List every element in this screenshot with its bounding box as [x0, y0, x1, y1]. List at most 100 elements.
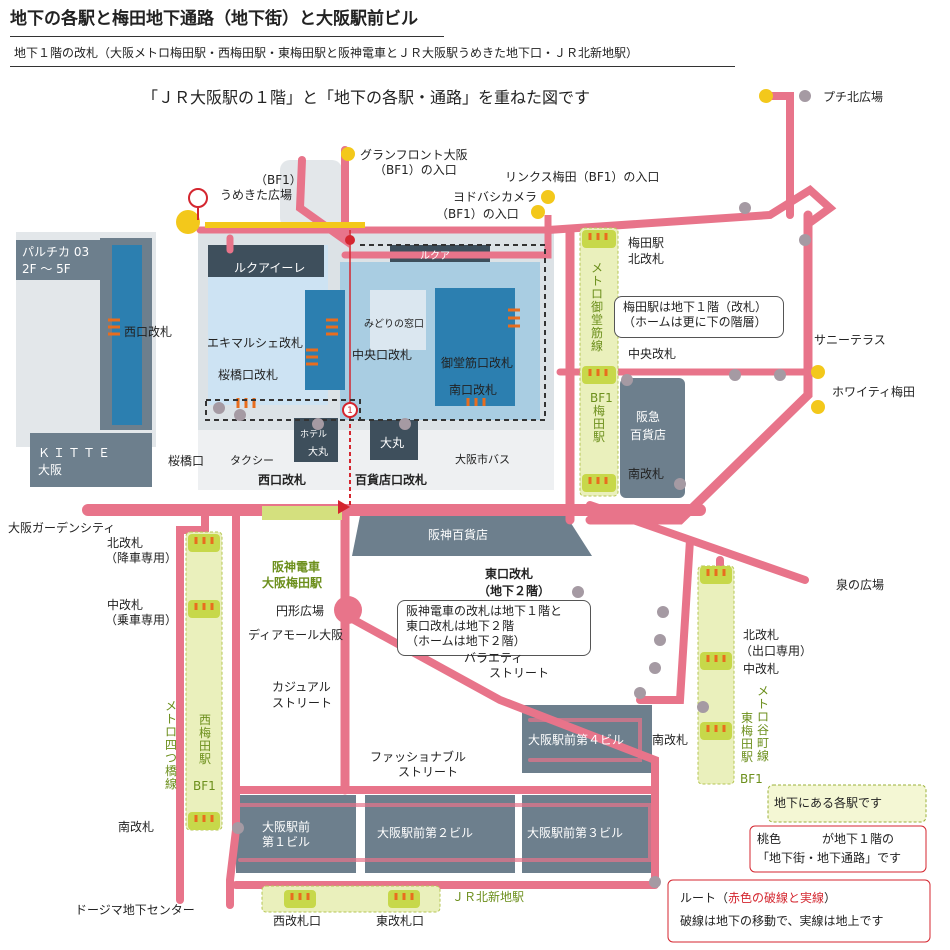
- legend-route: ルート（赤色の破線と実線）: [680, 891, 837, 905]
- label-sakurabashi-gate: 桜橋口改札: [218, 368, 279, 382]
- label-chuo-gate: 中央口改札: [352, 348, 413, 362]
- label-bldg1-2: 第１ビル: [262, 835, 311, 849]
- label-hankyu-1: 阪急: [636, 410, 661, 424]
- label-whity: ホワイティ梅田: [832, 385, 916, 399]
- label-grand-front-b: （BF1）の入口: [374, 163, 457, 177]
- label-kitashinchi-east: 東改札口: [376, 914, 425, 928]
- label-lucua: ルクア: [420, 251, 450, 262]
- label-nishiumeda-north: 北改札: [107, 536, 144, 550]
- marker-1: [342, 402, 358, 418]
- label-nishiumeda-mid: 中改札: [107, 598, 144, 612]
- label-hanshin-rail-1: 阪神電車: [272, 560, 321, 574]
- gate-stripes: [108, 233, 920, 900]
- page-subtitle: 地下１階の改札（大阪メトロ梅田駅・西梅田駅・東梅田駅と阪神電車とＪＲ大阪駅うめき…: [14, 46, 639, 60]
- label-midosuji-gate: 御堂筋口改札: [441, 356, 514, 370]
- label-diamor: ディアモール大阪: [248, 628, 344, 642]
- label-nishi-gate-west: 西口改札: [258, 473, 307, 487]
- kitte-building: [30, 433, 152, 487]
- label-bf1-umeda: BF1梅田駅: [590, 391, 613, 444]
- hankyu-building: [620, 378, 685, 498]
- midosuji-band: [579, 227, 619, 497]
- note-umeda: 梅田駅は地下１階（改札） （ホームは更に下の階層）: [614, 296, 784, 338]
- label-fashion-1: ファッショナブル: [370, 750, 467, 764]
- map-heading: 「ＪＲ大阪駅の１階」と「地下の各駅・通路」を重ねた図です: [142, 88, 591, 107]
- route-east-north: [544, 185, 837, 234]
- route-izumi: [586, 501, 809, 704]
- route-bldg-grid: [238, 718, 652, 862]
- label-sakurabashi: 桜橋口: [168, 454, 205, 468]
- label-umeda-north: 梅田駅: [628, 236, 665, 250]
- buildings-layer: [16, 238, 685, 873]
- marker-a-label: a: [194, 191, 202, 204]
- label-kitte-2: 大阪: [38, 463, 63, 477]
- legend-route-desc: 破線は地下の移動で、実線は地上です: [680, 914, 884, 928]
- legend-pink-2: が地下１階の: [822, 832, 895, 846]
- label-metro-yotsubashi: メトロ四つ橋線: [164, 699, 177, 791]
- label-izumi: 泉の広場: [836, 578, 885, 592]
- hanshin-gate-band: [262, 506, 342, 520]
- gray-dots: [213, 90, 811, 888]
- label-bf1-west: BF1: [193, 779, 216, 793]
- label-sunny: サニーテラス: [814, 333, 886, 347]
- label-hanshin-rail-2: 大阪梅田駅: [262, 576, 323, 590]
- label-parco-1: パルチカ 03: [22, 245, 90, 259]
- label-umeda-chuo: 中央改札: [628, 347, 677, 361]
- route-west-inner: [226, 506, 240, 909]
- route-casual: [341, 611, 659, 884]
- label-nishiumeda-north-2: （降車専用）: [105, 551, 178, 565]
- enkei-plaza: [334, 596, 362, 624]
- label-lucua1100: ルクアイーレ: [234, 261, 306, 275]
- label-bldg1-1: 大阪駅前: [262, 820, 311, 834]
- label-umekita-bf1: （BF1）: [255, 173, 302, 187]
- umekita-bar: [205, 222, 365, 228]
- label-yodobashi-b: （BF1）の入口: [436, 207, 519, 221]
- label-midori: みどりの窓口: [364, 319, 424, 330]
- label-higashiumeda-north: 北改札: [743, 628, 780, 642]
- label-casual-2: ストリート: [272, 696, 333, 710]
- label-nishiumeda-south: 南改札: [118, 820, 155, 834]
- marker-a: [188, 188, 208, 208]
- label-umeda-north-2: 北改札: [628, 252, 665, 266]
- label-links: リンクス梅田（BF1）の入口: [505, 170, 660, 184]
- yellow-dots: [176, 89, 825, 414]
- label-bldg2: 大阪駅前第２ビル: [377, 826, 474, 840]
- marker-1-label: 1: [347, 406, 353, 416]
- route-petit: [766, 92, 794, 219]
- label-nishi-gate: 西口改札: [124, 325, 173, 339]
- label-jr-kitashinchi: ＪＲ北新地駅: [452, 890, 525, 904]
- label-casual-1: カジュアル: [272, 680, 331, 694]
- title-rule: [10, 36, 444, 37]
- tanimachi-band: [697, 565, 735, 785]
- label-taxi: タクシー: [230, 454, 274, 467]
- label-nishiumeda-mid-2: （乗車専用）: [105, 613, 178, 627]
- midori-box: [370, 290, 426, 350]
- label-enkei: 円形広場: [276, 604, 325, 618]
- label-higashi-gate-2: （地下２階）: [478, 584, 551, 598]
- parco-label-box: [16, 240, 100, 280]
- jr-dashed: [205, 244, 546, 421]
- legend-stations: 地下にある各駅です: [774, 796, 883, 810]
- legend-pink-3: 「地下街・地下通路」です: [757, 851, 902, 865]
- label-daimaru: 大丸: [380, 436, 405, 450]
- label-parco-2: 2F ～ 5F: [22, 262, 71, 276]
- label-hanshin-dept: 阪神百貨店: [428, 528, 489, 542]
- umekita-ground: [280, 160, 342, 228]
- label-hotel: ホテル: [300, 430, 328, 440]
- label-bldg4: 大阪駅前第４ビル: [528, 733, 625, 747]
- label-umeda-south: 南改札: [628, 467, 665, 481]
- label-variety-2: ストリート: [489, 666, 550, 680]
- label-higashi-gate: 東口改札: [485, 567, 534, 581]
- label-hankyu-2: 百貨店: [630, 428, 667, 442]
- label-dojima: ドージマ地下センター: [75, 903, 195, 917]
- label-higashiumeda-mid: 中改札: [743, 662, 780, 676]
- label-fashion-2: ストリート: [398, 765, 459, 779]
- label-higashiumeda-north-2: （出口専用）: [740, 644, 813, 658]
- label-variety-1: バラエティ: [464, 651, 524, 665]
- label-higashiumeda-south: 南改札: [652, 733, 689, 747]
- label-bldg3: 大阪駅前第３ビル: [527, 826, 624, 840]
- page-title: 地下の各駅と梅田地下通路（地下街）と大阪駅前ビル: [10, 9, 418, 29]
- route-west-down: [176, 506, 209, 904]
- midosuji-block: [435, 288, 515, 406]
- hanshin-building: [352, 506, 592, 556]
